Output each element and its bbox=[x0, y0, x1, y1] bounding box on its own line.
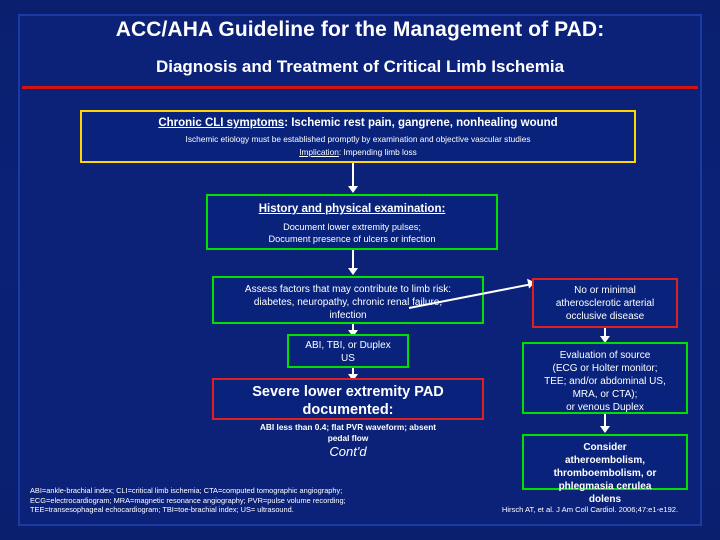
severe-caption-line2: pedal flow bbox=[327, 433, 369, 443]
box-abi-tbi-duplex: ABI, TBI, or Duplex US bbox=[287, 334, 409, 368]
assess-line2: diabetes, neuropathy, chronic renal fail… bbox=[253, 297, 443, 308]
arrow-assess-to-abi bbox=[352, 324, 354, 332]
evaluation-line5: or venous Duplex bbox=[566, 402, 644, 413]
title-divider bbox=[22, 86, 698, 89]
arrow-evaluation-to-consider-head bbox=[600, 426, 610, 433]
box-assess-risk-factors: Assess factors that may contribute to li… bbox=[212, 276, 484, 324]
arrow-history-to-assess-head bbox=[348, 268, 358, 275]
box-history-physical-exam: History and physical examination: Docume… bbox=[206, 194, 498, 250]
no-minimal-line1: No or minimal bbox=[574, 285, 636, 296]
footnote-line3: TEE=transesophageal echocardiogram; TBI=… bbox=[30, 505, 294, 515]
arrow-assess-to-abi-head bbox=[348, 330, 358, 337]
no-minimal-line2: atherosclerotic arterial bbox=[555, 298, 655, 309]
consider-line3: thromboembolism, or bbox=[553, 468, 657, 479]
history-line2: Document presence of ulcers or infection bbox=[268, 234, 436, 244]
symptoms-implication-label: Implication bbox=[299, 147, 339, 157]
evaluation-line2: (ECG or Holter monitor; bbox=[552, 363, 658, 374]
abi-line2: US bbox=[341, 353, 355, 364]
severe-heading2: documented: bbox=[302, 402, 394, 418]
consider-line5: dolens bbox=[588, 494, 622, 505]
box-no-minimal-disease: No or minimal atherosclerotic arterial o… bbox=[532, 278, 678, 328]
abbreviations-footnote: ABI=ankle-brachial index; CLI=critical l… bbox=[30, 486, 450, 515]
arrow-symptoms-to-history-head bbox=[348, 186, 358, 193]
page-subtitle: Diagnosis and Treatment of Critical Limb… bbox=[155, 57, 565, 76]
arrow-abi-to-severe-head bbox=[348, 374, 358, 381]
box-evaluation-of-source: Evaluation of source (ECG or Holter moni… bbox=[522, 342, 688, 414]
arrow-symptoms-to-history bbox=[352, 163, 354, 188]
evaluation-line3: TEE; and/or abdominal US, bbox=[544, 376, 666, 387]
page-title: ACC/AHA Guideline for the Management of … bbox=[115, 18, 605, 41]
no-minimal-line3: occlusive disease bbox=[565, 311, 645, 322]
assess-line3: infection bbox=[329, 310, 367, 321]
box-chronic-cli-symptoms: Chronic CLI symptoms: Ischemic rest pain… bbox=[80, 110, 636, 163]
consider-line1: Consider bbox=[583, 442, 627, 453]
arrow-no-minimal-to-evaluation bbox=[604, 328, 606, 338]
arrow-evaluation-to-consider bbox=[604, 414, 606, 428]
footnote-line2: ECG=electrocardiogram; MRA=magnetic reso… bbox=[30, 495, 346, 505]
box-severe-pad-documented: Severe lower extremity PAD documented: bbox=[212, 378, 484, 420]
evaluation-line1: Evaluation of source bbox=[559, 350, 651, 361]
symptoms-implication-rest: : Impending limb loss bbox=[338, 147, 417, 157]
history-line1: Document lower extremity pulses; bbox=[283, 222, 421, 232]
assess-line1: Assess factors that may contribute to li… bbox=[244, 284, 452, 295]
contd-label: Cont'd bbox=[329, 444, 367, 459]
citation: Hirsch AT, et al. J Am Coll Cardiol. 200… bbox=[501, 505, 679, 514]
history-heading: History and physical examination: bbox=[258, 203, 446, 215]
evaluation-line4: MRA, or CTA); bbox=[572, 389, 638, 400]
severe-caption-line1: ABI less than 0.4; flat PVR waveform; ab… bbox=[259, 422, 437, 432]
severe-heading1: Severe lower extremity PAD bbox=[252, 384, 444, 400]
symptoms-heading-rest: : Ischemic rest pain, gangrene, nonheali… bbox=[284, 117, 558, 129]
arrow-no-minimal-to-evaluation-head bbox=[600, 336, 610, 343]
symptoms-line1: Ischemic etiology must be established pr… bbox=[185, 134, 531, 144]
arrow-abi-to-severe bbox=[352, 368, 354, 376]
arrow-history-to-assess bbox=[352, 250, 354, 270]
box-consider-embolism: Consider atheroembolism, thromboembolism… bbox=[522, 434, 688, 505]
abi-line1: ABI, TBI, or Duplex bbox=[305, 340, 391, 351]
symptoms-heading-underlined: Chronic CLI symptoms bbox=[158, 117, 285, 129]
consider-line4: phlegmasia cerulea bbox=[558, 481, 652, 492]
severe-caption: ABI less than 0.4; flat PVR waveform; ab… bbox=[212, 422, 484, 444]
consider-line2: atheroembolism, bbox=[564, 455, 646, 466]
footnote-line1: ABI=ankle-brachial index; CLI=critical l… bbox=[30, 486, 343, 495]
